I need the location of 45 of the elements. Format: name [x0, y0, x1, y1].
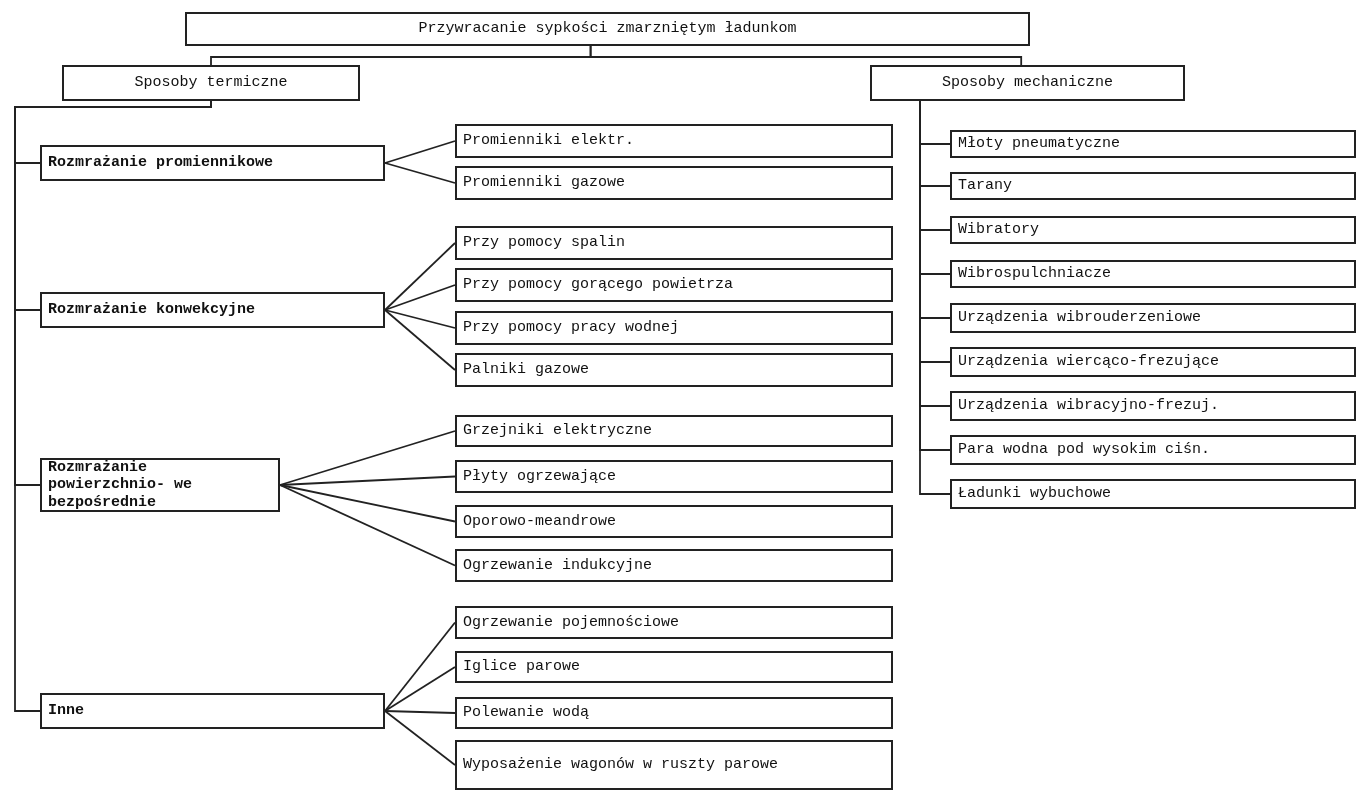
item-box: Grzejniki elektryczne	[455, 415, 893, 447]
item-box: Urządzenia wibrouderzeniowe	[950, 303, 1356, 333]
item-box: Urządzenia wiercąco-frezujące	[950, 347, 1356, 377]
item-box: Ładunki wybuchowe	[950, 479, 1356, 509]
item-box: Iglice parowe	[455, 651, 893, 683]
item-box: Promienniki gazowe	[455, 166, 893, 200]
item-box: Polewanie wodą	[455, 697, 893, 729]
group-box: Inne	[40, 693, 385, 729]
item-box: Tarany	[950, 172, 1356, 200]
item-box: Przy pomocy gorącego powietrza	[455, 268, 893, 302]
connector-line	[384, 284, 456, 311]
connector-line	[384, 666, 456, 712]
category-box: Sposoby mechaniczne	[870, 65, 1185, 101]
title-box: Przywracanie sypkości zmarzniętym ładunkom	[185, 12, 1030, 46]
item-box: Wibratory	[950, 216, 1356, 244]
connector-line	[279, 430, 456, 486]
connector-line	[384, 309, 456, 329]
item-box: Płyty ogrzewające	[455, 460, 893, 493]
group-box: Rozmrażanie powierzchnio- we bezpośrednie	[40, 458, 280, 512]
connector-line	[384, 140, 456, 164]
item-box: Oporowo-meandrowe	[455, 505, 893, 538]
item-box: Para wodna pod wysokim ciśn.	[950, 435, 1356, 465]
connector-line	[384, 309, 456, 371]
connector-line	[279, 484, 456, 523]
connector-line	[384, 242, 456, 311]
item-box: Przy pomocy spalin	[455, 226, 893, 260]
connector-line	[384, 162, 456, 184]
category-box: Sposoby termiczne	[62, 65, 360, 101]
item-box: Ogrzewanie pojemnościowe	[455, 606, 893, 639]
connector-line	[384, 621, 456, 712]
item-box: Palniki gazowe	[455, 353, 893, 387]
group-box: Rozmrażanie konwekcyjne	[40, 292, 385, 328]
connector-line	[279, 484, 456, 567]
item-box: Wyposażenie wagonów w ruszty parowe	[455, 740, 893, 790]
item-box: Młoty pneumatyczne	[950, 130, 1356, 158]
connector-line	[384, 710, 456, 766]
item-box: Promienniki elektr.	[455, 124, 893, 158]
connector-line	[279, 475, 456, 486]
connector-line	[589, 45, 1023, 66]
group-box: Rozmrażanie promiennikowe	[40, 145, 385, 181]
item-box: Ogrzewanie indukcyjne	[455, 549, 893, 582]
connector-line	[384, 710, 456, 714]
item-box: Urządzenia wibracyjno-frezuj.	[950, 391, 1356, 421]
item-box: Wibrospulchniacze	[950, 260, 1356, 288]
item-box: Przy pomocy pracy wodnej	[455, 311, 893, 345]
